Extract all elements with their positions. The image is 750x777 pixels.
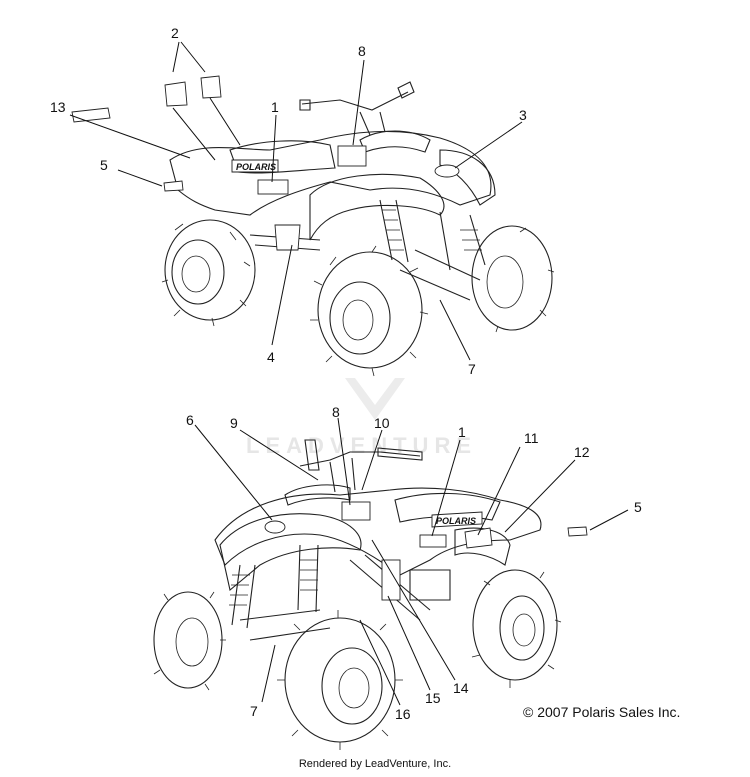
rear-wheel-bottom: [471, 569, 562, 688]
front-wheel-top: [310, 245, 429, 377]
callouts-bottom: 9 8 10 6 1 11 12 5 7 16 15 14: [186, 404, 642, 722]
decal-part-5-bottom: [567, 526, 588, 537]
leader-lines-top: [69, 41, 523, 361]
front-wheel-bottom: [277, 610, 403, 750]
callout-16: 16: [395, 706, 411, 722]
leader-lines-bottom: [194, 417, 629, 706]
callout-4: 4: [267, 349, 275, 365]
callouts-top: 2 8 13 1 3 5 4 7: [50, 25, 527, 377]
decal-part-1-top: [257, 179, 289, 195]
rear-right-wheel-top: [471, 225, 555, 333]
callout-1: 1: [271, 99, 279, 115]
callout-9: 9: [230, 415, 238, 431]
decal-part-8-bottom: [341, 501, 371, 521]
rear-wheel-top: [161, 219, 256, 327]
callout-2: 2: [171, 25, 179, 41]
watermark-text: LEADVENTURE: [246, 433, 477, 458]
front-fender-top: [309, 173, 445, 241]
callout-7: 7: [468, 361, 476, 377]
decal-part-5-top: [163, 180, 184, 192]
body-shell-bottom: [214, 487, 542, 576]
seat-top: [229, 140, 336, 174]
callout-1b: 1: [458, 424, 466, 440]
decal-part-2b: [200, 75, 222, 99]
callout-14: 14: [453, 680, 469, 696]
callout-7b: 7: [250, 703, 258, 719]
callout-5: 5: [100, 157, 108, 173]
callout-3: 3: [519, 107, 527, 123]
decal-part-15: [381, 559, 401, 601]
decal-part-11: [464, 527, 493, 549]
callout-12: 12: [574, 444, 590, 460]
callout-10: 10: [374, 415, 390, 431]
atv-lower-view: POLARIS: [153, 439, 588, 750]
callout-11: 11: [524, 430, 539, 446]
polaris-side-decal-bottom: POLARIS: [431, 511, 483, 528]
right-fender-top: [439, 149, 496, 206]
polaris-side-decal-top: POLARIS: [231, 159, 279, 173]
left-front-wheel-bottom: [153, 591, 226, 691]
decal-part-13: [71, 107, 111, 123]
callout-13: 13: [50, 99, 66, 115]
callout-15: 15: [425, 690, 441, 706]
atv-upper-view: POLARIS: [71, 75, 555, 377]
decal-part-3-top: [434, 164, 460, 178]
seat-bottom: [394, 492, 501, 523]
callout-5b: 5: [634, 499, 642, 515]
polaris-brand-text-bottom: POLARIS: [436, 516, 476, 526]
callout-8b: 8: [332, 404, 340, 420]
callout-6: 6: [186, 412, 194, 428]
side-panel-bottom: [454, 527, 511, 566]
copyright-notice: © 2007 Polaris Sales Inc.: [523, 704, 681, 720]
decal-part-6: [264, 520, 286, 534]
polaris-brand-text: POLARIS: [236, 162, 276, 172]
leadventure-watermark: LEADVENTURE: [246, 378, 477, 458]
body-shell-top: [169, 130, 492, 216]
decal-part-4-top: [274, 224, 301, 251]
decal-part-1-bottom: [419, 534, 447, 548]
callout-8: 8: [358, 43, 366, 59]
decal-part-8-top: [337, 145, 367, 167]
front-fender-bottom: [219, 513, 362, 592]
rendered-by-footer: Rendered by LeadVenture, Inc.: [298, 758, 452, 770]
decal-part-2a: [164, 81, 188, 107]
